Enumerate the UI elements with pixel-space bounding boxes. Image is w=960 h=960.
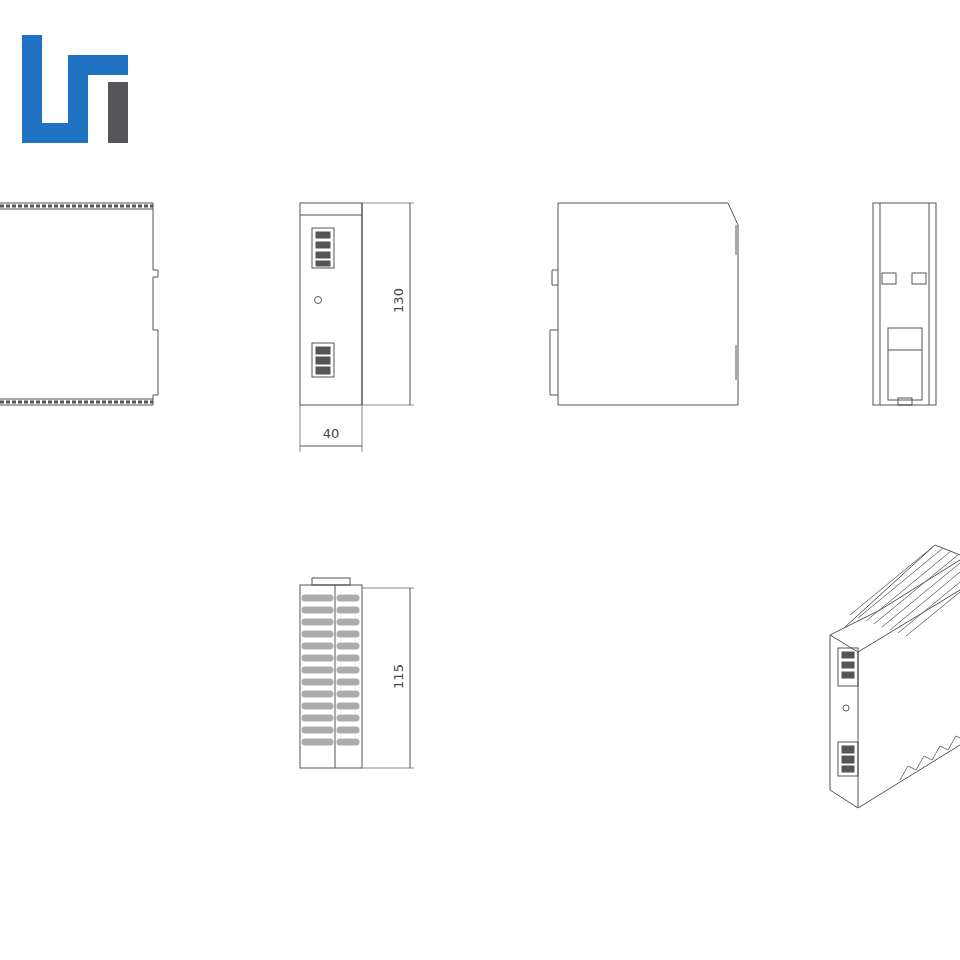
dimension-label: 115 (391, 662, 404, 691)
isometric-view (830, 545, 960, 808)
dimension-label: 40 (321, 427, 342, 440)
side-view-left (0, 203, 158, 405)
front-view (300, 203, 414, 452)
top-view (300, 578, 414, 768)
rear-view (873, 203, 936, 405)
dimension-label: 130 (391, 286, 404, 315)
company-logo (22, 35, 128, 143)
side-view-right (550, 203, 738, 405)
